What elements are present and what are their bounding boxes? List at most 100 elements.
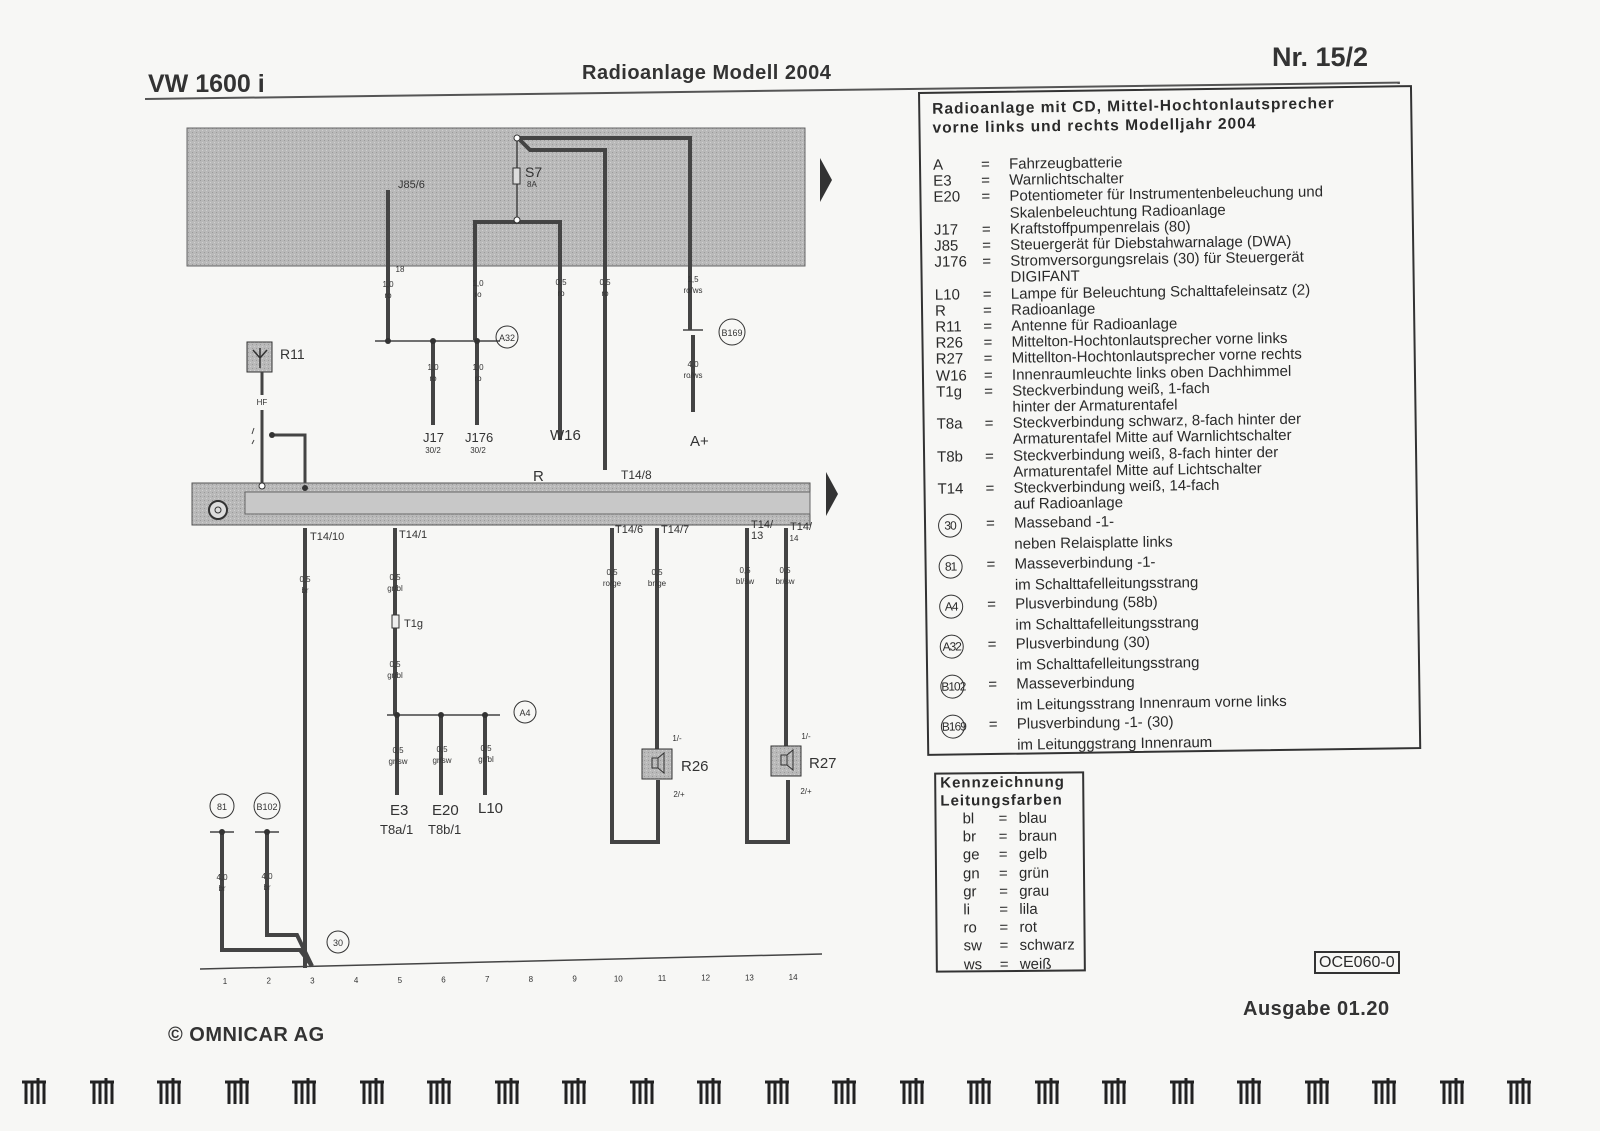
legend-equals <box>986 497 1014 514</box>
connector-symbol: B169 <box>940 714 966 740</box>
continue-arrow-icon <box>820 158 832 202</box>
legend-code: R27 <box>935 350 964 369</box>
wire-size: 1,0 <box>472 363 484 372</box>
wire-size: 0,5 <box>779 566 791 575</box>
legend-equals <box>988 658 1016 675</box>
continue-arrow-icon <box>826 472 838 516</box>
speaker-r26-icon <box>641 748 673 780</box>
pin-pos: 2/+ <box>800 787 812 796</box>
track-number: 12 <box>701 974 710 983</box>
legend-code <box>935 271 983 288</box>
spiral-ring-icon <box>1303 1076 1333 1104</box>
track-number: 9 <box>572 975 577 984</box>
r27-label: R27 <box>809 755 837 772</box>
pin-t14-6: T14/6 <box>615 524 643 536</box>
legend-equals: = <box>999 955 1009 973</box>
legend-equals: = <box>982 237 992 255</box>
legend-equals: = <box>982 301 992 319</box>
color-entry: ge=gelb <box>941 846 1079 865</box>
track-number: 1 <box>223 977 228 986</box>
legend-equals: = <box>983 350 993 368</box>
wire-color: gr/bl <box>387 584 403 593</box>
wire-color: ro/ws <box>683 286 702 295</box>
wire-size: 1,0 <box>427 363 439 372</box>
relay-panel <box>186 127 806 267</box>
legend-equals: = <box>999 919 1009 937</box>
spiral-ring-icon <box>628 1076 658 1104</box>
color-name: braun <box>1018 827 1058 846</box>
legend-equals: = <box>987 636 997 654</box>
spiral-ring-icon <box>493 1076 523 1104</box>
wire-color: ro <box>474 374 482 383</box>
radio-r-label: R <box>533 468 544 485</box>
color-code: li <box>963 901 971 919</box>
legend-code: A <box>932 156 944 174</box>
wire-size: 0,5 <box>651 568 663 577</box>
color-legend-title: Kennzeichnung <box>940 773 1065 792</box>
color-legend-title: Leitungsfarben <box>940 791 1063 810</box>
wire-color: br <box>301 586 308 595</box>
track-number: 11 <box>658 974 667 983</box>
legend-code: R26 <box>935 334 964 353</box>
l10-label: L10 <box>478 800 503 817</box>
wire-color: br <box>218 884 225 893</box>
legend-description: im Schalttafelleitungsstrang <box>1014 573 1199 594</box>
connector-symbol: 30 <box>937 513 963 539</box>
pin-label: 30/2 <box>425 446 441 455</box>
legend-title: Radioanlage mit CD, Mittel-Hochtonlautsp… <box>932 93 1398 138</box>
legend-equals: = <box>981 220 991 238</box>
wire-color: br/sw <box>775 577 794 586</box>
component-legend: Radioanlage mit CD, Mittel-Hochtonlautsp… <box>918 85 1422 756</box>
b169-connector: B169 <box>721 328 742 338</box>
legend-equals: = <box>988 716 998 734</box>
legend-equals: = <box>981 188 991 206</box>
wire-size: 0,5 <box>392 746 404 755</box>
r26-label: R26 <box>681 758 709 775</box>
color-entry: ws=weiß <box>942 955 1080 974</box>
legend-equals <box>984 400 1012 417</box>
pin-t14-14-number: 14 <box>790 534 799 543</box>
legend-code: R11 <box>935 318 962 336</box>
color-entry: li=lila <box>941 900 1079 919</box>
spiral-ring-icon <box>1100 1076 1130 1104</box>
legend-equals: = <box>985 515 995 533</box>
a4-connector: A4 <box>519 708 530 718</box>
speaker-r27-icon <box>770 745 802 777</box>
pin-t14-7: T14/7 <box>661 524 689 536</box>
color-code: bl <box>962 810 975 828</box>
legend-equals: = <box>981 172 991 190</box>
legend-code: T8a <box>936 415 963 434</box>
legend-code: T1g <box>936 383 963 401</box>
legend-code: E20 <box>933 188 961 207</box>
wire-size: 0,5 <box>389 660 401 669</box>
legend-equals <box>982 205 1010 222</box>
pin-t14-13: T14/ 13 <box>751 519 774 542</box>
radio-knob-icon <box>208 500 228 520</box>
legend-equals <box>986 537 1014 554</box>
legend-equals <box>982 270 1010 287</box>
legend-equals <box>989 738 1017 755</box>
wire-size: 0,5 <box>739 566 751 575</box>
color-entry: gr=grau <box>941 882 1079 901</box>
legend-description: im Schalttafelleitungsstrang <box>1015 614 1199 634</box>
spiral-ring-icon <box>20 1076 50 1104</box>
ground-81-connector: 81 <box>217 802 227 812</box>
e3-label: E3 <box>390 802 408 819</box>
color-entry: gn=grün <box>941 864 1079 883</box>
pin-label: 30/2 <box>470 446 486 455</box>
legend-equals: = <box>985 480 995 498</box>
spiral-ring-icon <box>898 1076 928 1104</box>
color-code: br <box>962 828 977 846</box>
j85-label: J85/6 <box>398 179 425 191</box>
wire-size: 1,0 <box>382 280 394 289</box>
wire-size: 0,5 <box>389 573 401 582</box>
w16-label: W16 <box>550 427 581 444</box>
legend-equals: = <box>987 595 997 613</box>
wire-color: ro <box>474 290 482 299</box>
spiral-ring-icon <box>560 1076 590 1104</box>
spiral-ring-icon <box>830 1076 860 1104</box>
spiral-ring-icon <box>88 1076 118 1104</box>
spiral-ring-icon <box>425 1076 455 1104</box>
wire-color: br/ge <box>648 579 667 588</box>
pin-pos: 2/+ <box>673 790 685 799</box>
